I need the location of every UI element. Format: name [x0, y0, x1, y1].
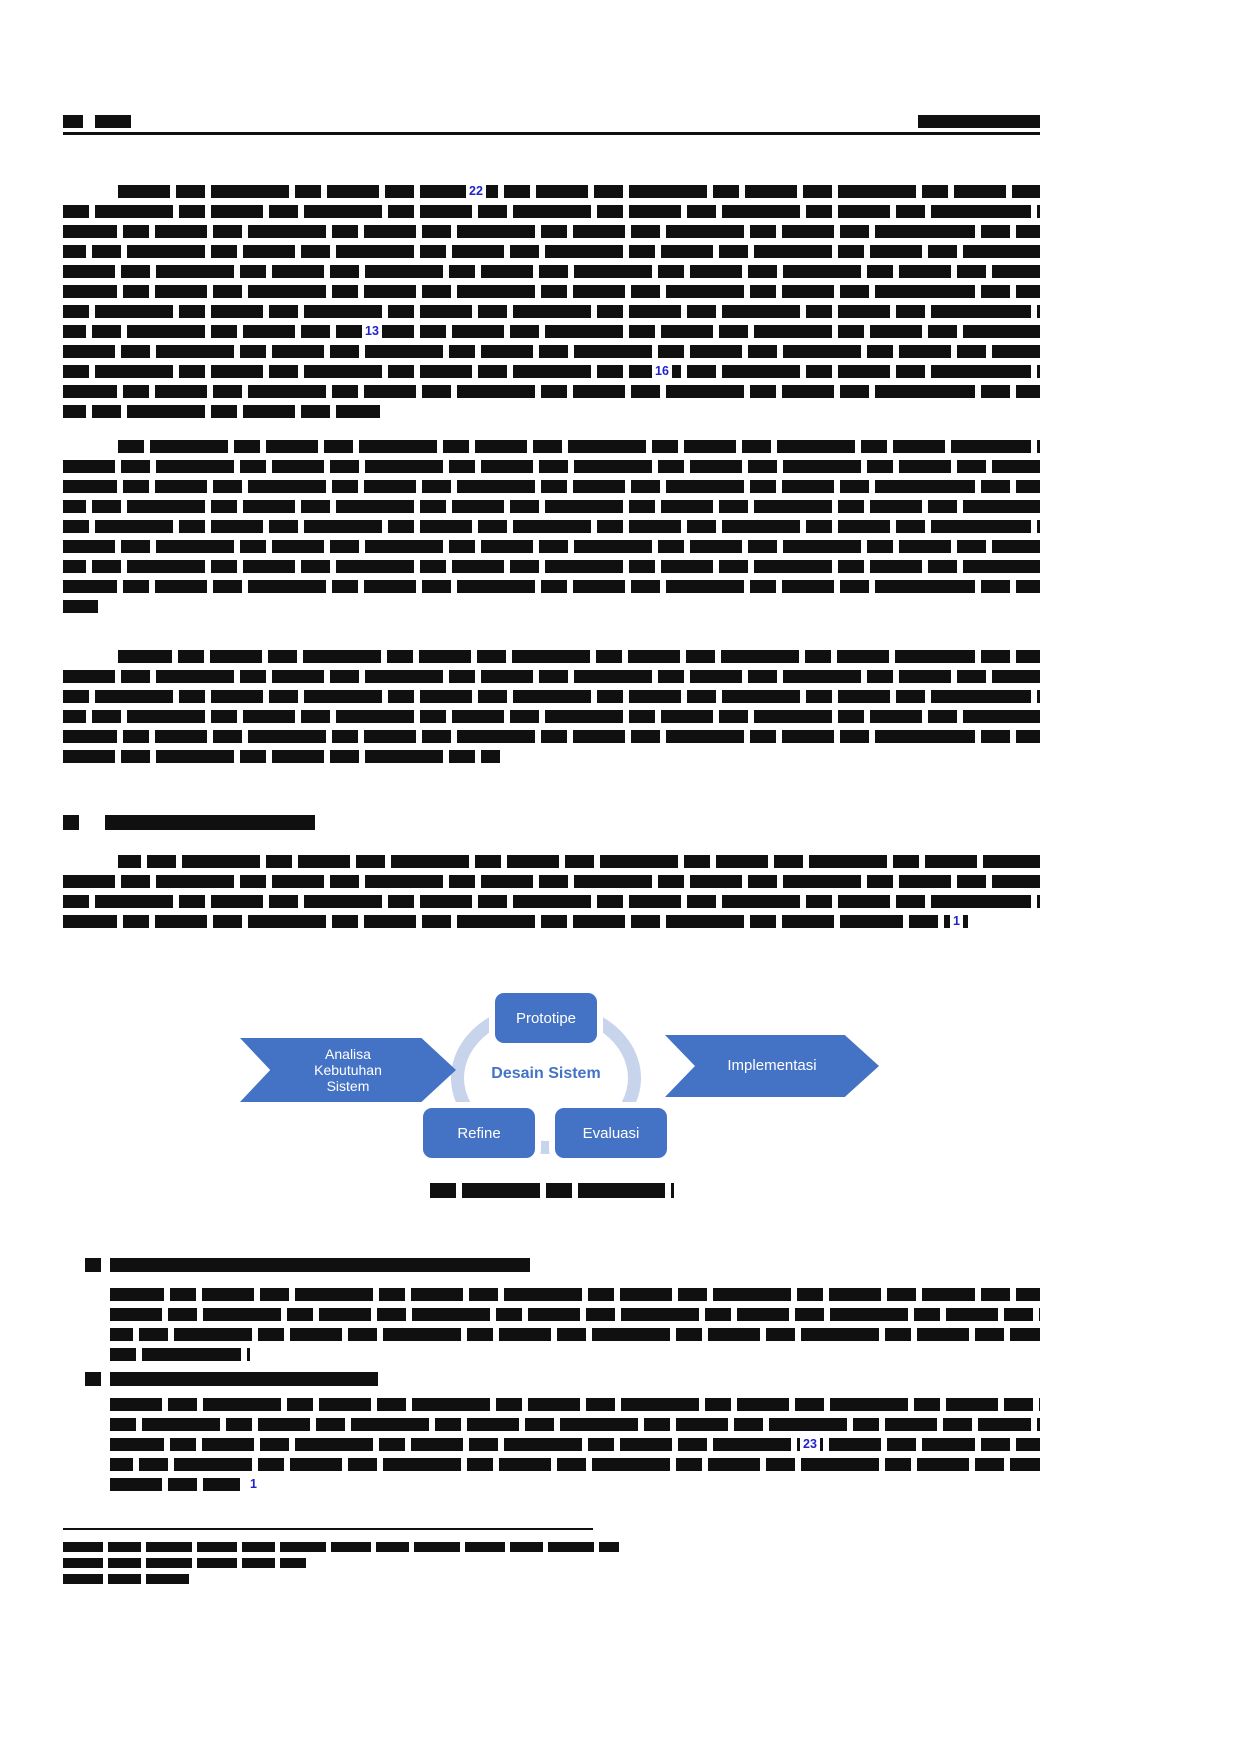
redacted-line	[63, 670, 1040, 683]
redacted-line	[118, 650, 1040, 663]
redacted-line	[118, 440, 1040, 453]
figure-arrow-implementasi-label: Implementasi	[727, 1057, 817, 1075]
redacted-line: 1	[110, 1476, 260, 1492]
redacted-line	[63, 580, 1040, 593]
figure-node-prototipe: Prototipe	[495, 993, 597, 1043]
redacted-line	[63, 1542, 619, 1552]
paper-page: 22 13 16	[63, 0, 1040, 1754]
header-mark-redacted	[95, 115, 131, 128]
redacted-line: 1	[63, 913, 968, 929]
redacted-line	[63, 1558, 306, 1568]
redacted-line	[63, 225, 1040, 238]
citation-link[interactable]: 1	[247, 1476, 260, 1492]
redacted-line	[63, 520, 1040, 533]
section-title-redacted	[105, 815, 315, 830]
redacted-line	[63, 345, 1040, 358]
redacted-line	[63, 460, 1040, 473]
header-rule	[63, 132, 1040, 135]
redacted-line	[63, 285, 1040, 298]
redacted-line	[63, 560, 1040, 573]
redacted-line	[63, 205, 1040, 218]
section-heading-redacted	[63, 815, 1040, 830]
redacted-line	[110, 1418, 1040, 1431]
redacted-line	[63, 265, 1040, 278]
redacted-line	[63, 1574, 189, 1584]
redacted-line	[110, 1398, 1040, 1411]
citation-link[interactable]: 13	[362, 323, 382, 339]
figure-node-evaluasi: Evaluasi	[555, 1108, 667, 1158]
redacted-line	[63, 895, 1040, 908]
page-number-redacted	[63, 115, 83, 128]
redacted-line	[63, 405, 380, 418]
list-item-1-body	[110, 1288, 1040, 1368]
redacted-line	[63, 245, 1040, 258]
redacted-line	[63, 690, 1040, 703]
redacted-line	[110, 1348, 250, 1361]
figure-arrow-analisa-label: Analisa Kebutuhan Sistem	[314, 1045, 382, 1095]
redacted-line	[110, 1328, 1040, 1341]
redacted-line	[118, 855, 1040, 868]
redacted-line	[429, 1183, 674, 1198]
citation-link[interactable]: 23	[800, 1436, 820, 1452]
redacted-line	[63, 500, 1040, 513]
redacted-paragraph-2	[63, 440, 1040, 620]
section-number-redacted	[63, 815, 79, 830]
redacted-paragraph-4: 1	[63, 855, 1040, 935]
redacted-paragraph-1: 22 13 16	[63, 183, 1040, 425]
journal-title-redacted	[918, 115, 1040, 128]
list-title-redacted	[110, 1258, 530, 1272]
redacted-line	[63, 385, 1040, 398]
redacted-line	[63, 750, 500, 763]
list-item-2-heading	[63, 1372, 1040, 1386]
footnote-redacted	[63, 1542, 1040, 1590]
redacted-line: 22	[118, 183, 1040, 199]
list-number-redacted	[85, 1372, 101, 1386]
figure-arrow-analisa: Analisa Kebutuhan Sistem	[240, 1038, 456, 1102]
page-header	[63, 115, 1040, 128]
redacted-line	[110, 1288, 1040, 1301]
citation-link[interactable]: 22	[466, 183, 486, 199]
figure-node-refine: Refine	[423, 1108, 535, 1158]
redacted-line: 23	[110, 1436, 1040, 1452]
list-title-redacted	[110, 1372, 378, 1386]
redacted-line: 16	[63, 363, 1040, 379]
footnote-rule	[63, 1528, 593, 1530]
redacted-line	[63, 600, 98, 613]
redacted-line	[63, 875, 1040, 888]
list-item-1-heading	[63, 1258, 1040, 1272]
redacted-paragraph-3	[63, 650, 1040, 770]
redacted-line	[63, 730, 1040, 743]
list-number-redacted	[85, 1258, 101, 1272]
list-item-2-body: 23 1	[110, 1398, 1040, 1498]
redacted-line	[63, 480, 1040, 493]
redacted-line: 13	[63, 323, 1040, 339]
redacted-line	[110, 1308, 1040, 1321]
citation-link[interactable]: 16	[652, 363, 672, 379]
figure-center-label: Desain Sistem	[471, 1063, 621, 1085]
citation-link[interactable]: 1	[950, 913, 963, 929]
redacted-line	[110, 1458, 1040, 1471]
redacted-line	[63, 540, 1040, 553]
figure-prototype-model: Analisa Kebutuhan Sistem Implementasi Pr…	[63, 985, 1040, 1175]
redacted-line	[63, 305, 1040, 318]
figure-caption-redacted	[63, 1183, 1040, 1205]
figure-arrow-implementasi: Implementasi	[665, 1035, 879, 1097]
redacted-line	[63, 710, 1040, 723]
